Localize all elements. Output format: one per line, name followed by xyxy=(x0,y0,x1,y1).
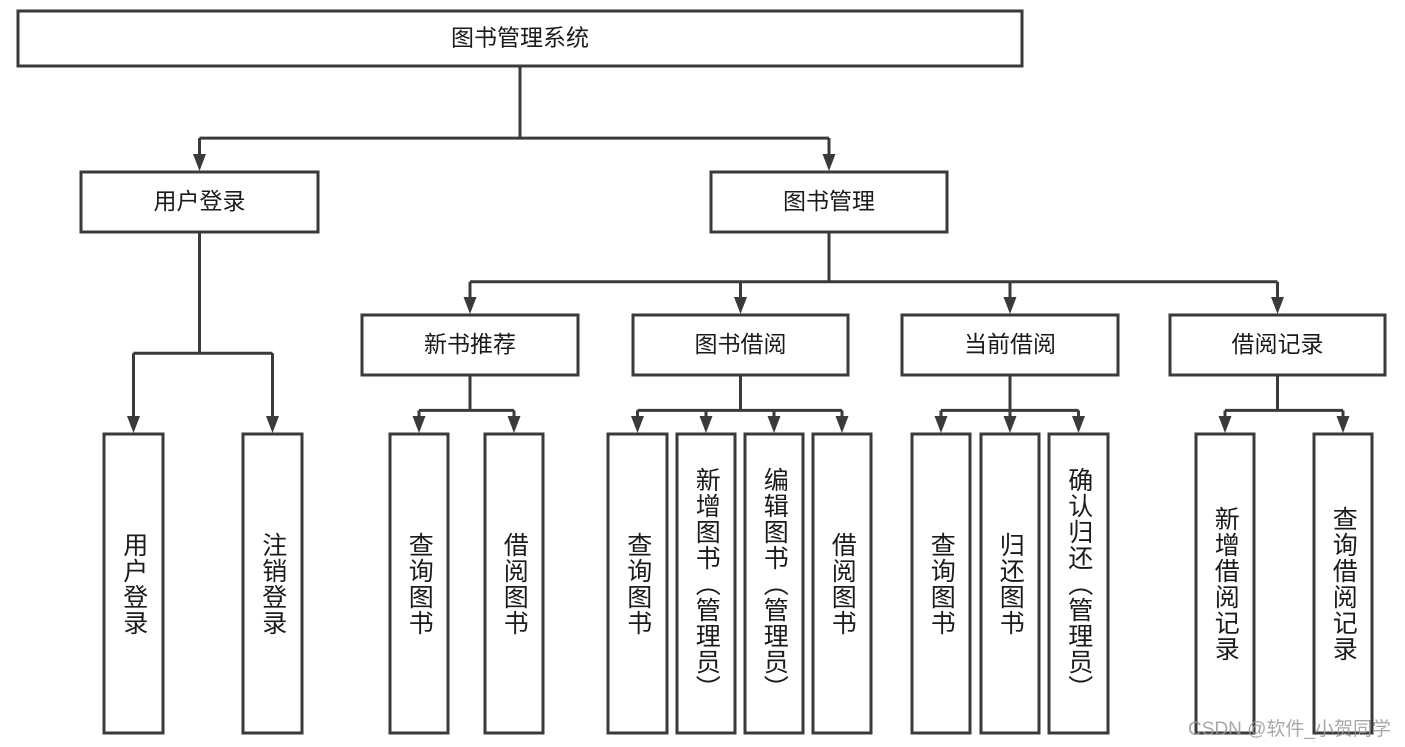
node-box xyxy=(811,432,873,735)
node-leaf-query-record[interactable] xyxy=(1312,432,1374,735)
node-box xyxy=(900,313,1120,377)
arrow-head-icon xyxy=(193,154,206,171)
node-box xyxy=(631,313,850,377)
connector-group-l3-new-book-rec xyxy=(412,375,521,433)
node-label: 借阅记录 xyxy=(1232,331,1324,357)
node-label: 新书推荐 xyxy=(424,331,516,357)
arrow-head-icon xyxy=(1218,416,1232,433)
node-box xyxy=(675,432,737,735)
node-label: 当前借阅 xyxy=(964,331,1056,357)
arrow-head-icon xyxy=(767,416,781,433)
connector-layer xyxy=(127,66,1350,433)
arrow-head-icon xyxy=(412,416,426,433)
node-label: 图书借阅 xyxy=(695,331,787,357)
node-l3-current-borrow[interactable]: 当前借阅 xyxy=(900,313,1120,377)
node-leaf-edit-book[interactable] xyxy=(743,432,805,735)
arrow-head-icon xyxy=(1003,416,1017,433)
watermark-text: CSDN @软件_小贺同学 xyxy=(1188,719,1391,740)
arrow-head-icon xyxy=(1271,297,1284,314)
connector-group-l3-current-borrow xyxy=(934,375,1085,433)
connector-group-l3-book-borrow xyxy=(631,375,849,433)
node-box xyxy=(483,432,545,735)
node-box xyxy=(388,432,450,735)
node-box xyxy=(910,432,972,735)
node-leaf-borrow-book-1[interactable] xyxy=(483,432,545,735)
arrow-head-icon xyxy=(734,297,747,314)
arrow-head-icon xyxy=(699,416,713,433)
node-box xyxy=(979,432,1041,735)
node-leaf-user-login[interactable] xyxy=(102,432,165,735)
connector-group-l2-book-mgmt xyxy=(463,232,1284,314)
node-leaf-add-record[interactable] xyxy=(1194,432,1256,735)
node-l2-user-login[interactable]: 用户登录 xyxy=(79,170,320,234)
node-leaf-query-book-3[interactable] xyxy=(910,432,972,735)
node-box xyxy=(743,432,805,735)
node-label: 用户登录 xyxy=(154,188,246,214)
connector-group-l3-borrow-record xyxy=(1218,375,1350,433)
connector-group-root xyxy=(193,66,836,171)
node-box xyxy=(1047,432,1110,735)
node-root[interactable]: 图书管理系统 xyxy=(16,9,1024,68)
node-box xyxy=(1312,432,1374,735)
node-l3-book-borrow[interactable]: 图书借阅 xyxy=(631,313,850,377)
arrow-head-icon xyxy=(463,297,477,314)
arrow-head-icon xyxy=(934,416,948,433)
arrow-head-icon xyxy=(1003,297,1017,314)
node-box xyxy=(241,432,304,735)
node-box xyxy=(79,170,320,234)
node-l3-borrow-record[interactable]: 借阅记录 xyxy=(1168,313,1387,377)
arrow-head-icon xyxy=(1072,416,1085,433)
arrow-head-icon xyxy=(127,416,140,433)
node-leaf-return-book[interactable] xyxy=(979,432,1041,735)
connector-group-l2-user-login xyxy=(127,232,279,433)
arrow-head-icon xyxy=(631,416,644,433)
node-box xyxy=(1168,313,1387,377)
arrow-head-icon xyxy=(266,416,279,433)
node-leaf-confirm-return[interactable] xyxy=(1047,432,1110,735)
node-leaf-add-book[interactable] xyxy=(675,432,737,735)
node-leaf-borrow-book-2[interactable] xyxy=(811,432,873,735)
node-box xyxy=(16,9,1024,68)
node-leaf-logout[interactable] xyxy=(241,432,304,735)
node-box xyxy=(360,313,580,377)
arrow-head-icon xyxy=(1336,416,1350,433)
node-box xyxy=(606,432,669,735)
node-box xyxy=(709,170,949,234)
node-box xyxy=(102,432,165,735)
arrow-head-icon xyxy=(822,154,836,171)
node-box xyxy=(1194,432,1256,735)
node-label: 图书管理系统 xyxy=(451,25,589,51)
node-l3-new-book-rec[interactable]: 新书推荐 xyxy=(360,313,580,377)
node-leaf-query-book-1[interactable] xyxy=(388,432,450,735)
arrow-head-icon xyxy=(507,416,521,433)
arrow-head-icon xyxy=(835,416,849,433)
node-l2-book-mgmt[interactable]: 图书管理 xyxy=(709,170,949,234)
node-leaf-query-book-2[interactable] xyxy=(606,432,669,735)
node-label: 图书管理 xyxy=(783,188,875,214)
